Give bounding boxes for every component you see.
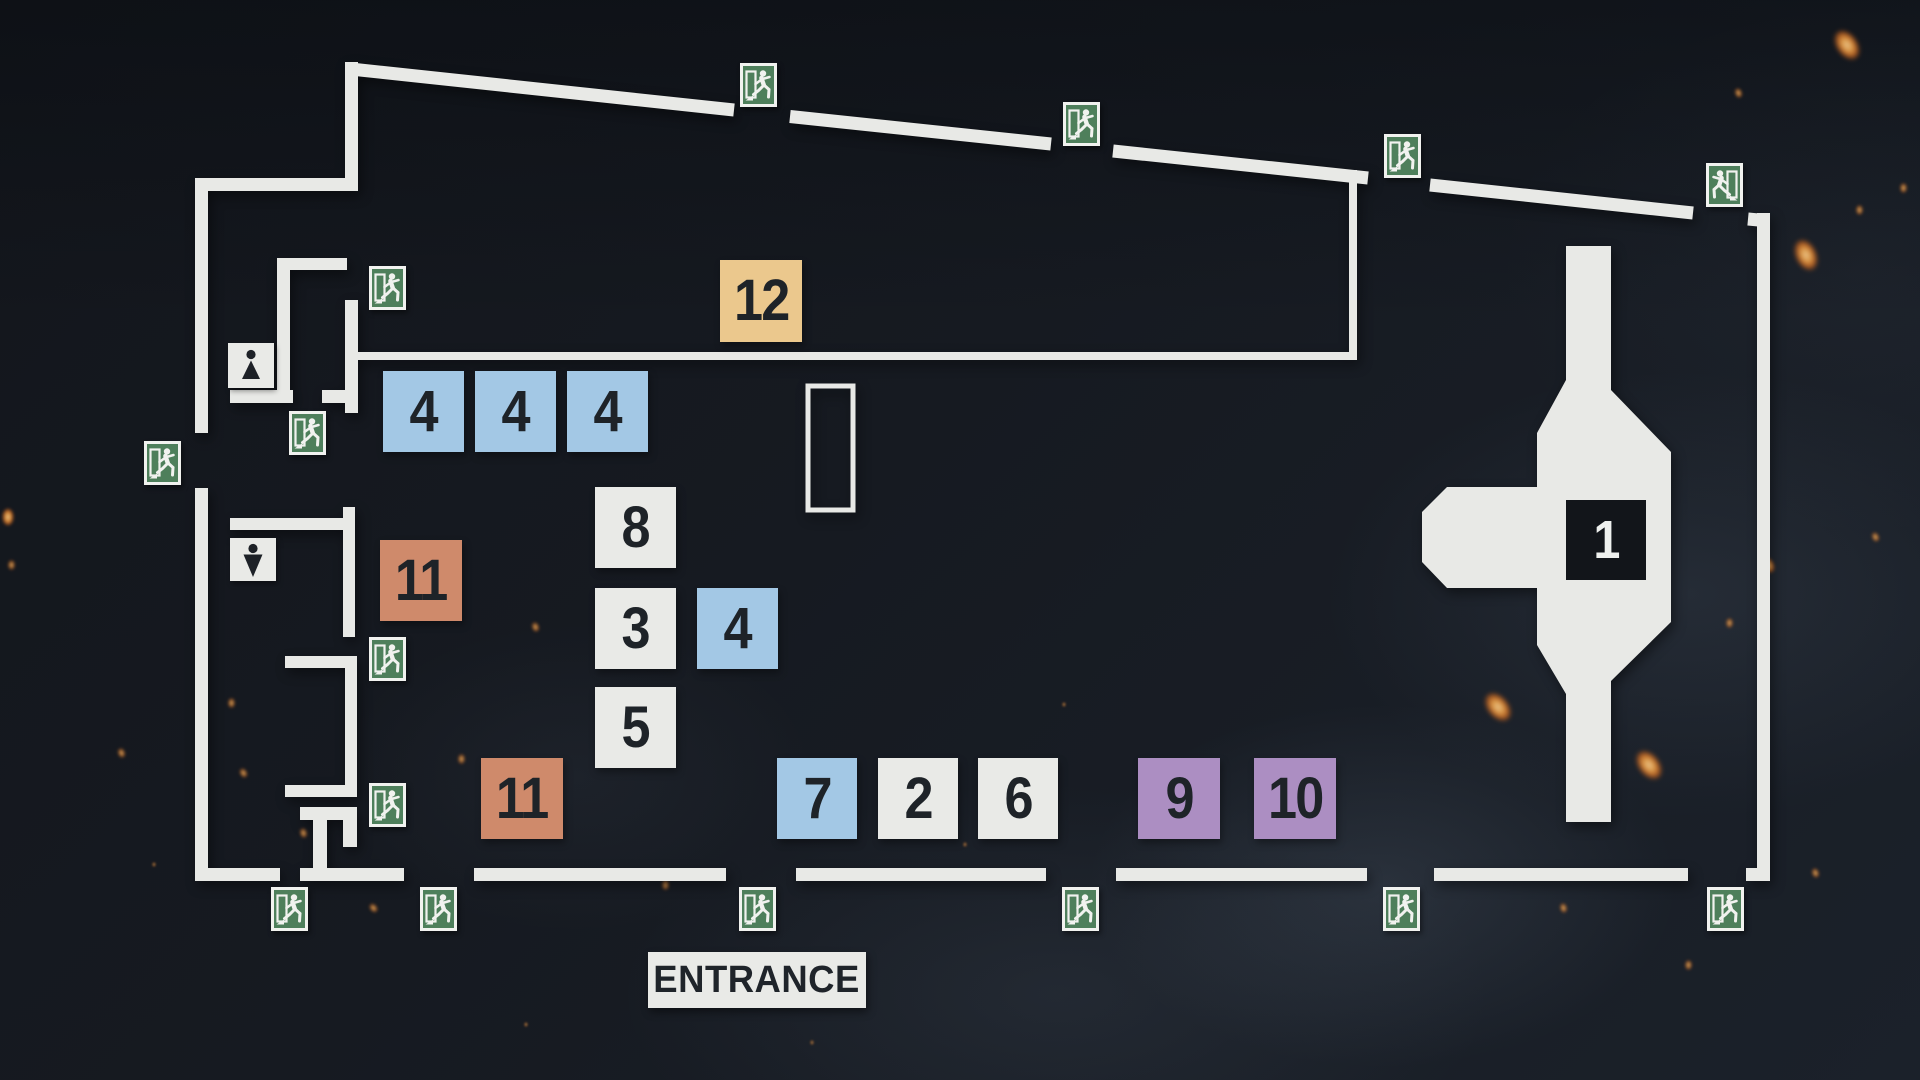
- exit-sign-mid-left: [369, 637, 406, 681]
- exit-sign-bottom-2: [420, 887, 457, 931]
- zone-label: 4: [409, 378, 439, 444]
- running-man-exit-icon: [1706, 163, 1743, 207]
- entrance-text: ENTRANCE: [653, 958, 861, 1001]
- zone-label: 6: [1004, 765, 1033, 831]
- zone-3: 3: [595, 588, 676, 669]
- exit-sign-bottom-5: [1383, 887, 1420, 931]
- zone-1: 1: [1566, 500, 1646, 580]
- zone-label: 1: [1593, 510, 1620, 570]
- female-icon: [242, 349, 260, 379]
- running-man-exit-icon: [1384, 134, 1421, 178]
- restroom-sign-male: [230, 538, 276, 581]
- zone-8: 8: [595, 487, 676, 568]
- zone-label: 2: [904, 765, 933, 831]
- zone-label: 4: [501, 378, 531, 444]
- zone-label: 5: [621, 694, 651, 760]
- column-outline: [805, 383, 856, 513]
- zone-4-2: 4: [475, 371, 556, 452]
- exit-sign-top-2: [1063, 102, 1100, 146]
- zone-6: 6: [978, 758, 1058, 839]
- zone-4-1: 4: [383, 371, 464, 452]
- zone-label: 4: [723, 595, 753, 661]
- running-man-exit-icon: [369, 266, 406, 310]
- running-man-exit-icon: [1063, 102, 1100, 146]
- zone-label: 12: [733, 268, 790, 333]
- zone-4-3: 4: [567, 371, 648, 452]
- exit-sign-bottom-3: [739, 887, 776, 931]
- zone-11-2: 11: [481, 758, 563, 839]
- exit-sign-lower-left: [369, 783, 406, 827]
- zone-label: 7: [803, 765, 832, 831]
- zone-label: 8: [621, 494, 651, 560]
- exit-sign-west: [144, 441, 181, 485]
- running-man-exit-icon: [271, 887, 308, 931]
- running-man-exit-icon: [1062, 887, 1099, 931]
- zone-label: 11: [395, 547, 448, 613]
- exit-sign-bottom-1: [271, 887, 308, 931]
- running-man-exit-icon: [289, 411, 326, 455]
- running-man-exit-icon: [369, 637, 406, 681]
- running-man-exit-icon: [1707, 887, 1744, 931]
- running-man-exit-icon: [369, 783, 406, 827]
- zone-4-4: 4: [697, 588, 778, 669]
- zone-label: 11: [496, 765, 549, 831]
- exit-sign-top-4: [1706, 163, 1743, 207]
- zone-10: 10: [1254, 758, 1336, 839]
- zone-12: 12: [720, 260, 802, 342]
- exit-sign-top-3: [1384, 134, 1421, 178]
- zone-7: 7: [777, 758, 857, 839]
- running-man-exit-icon: [1383, 887, 1420, 931]
- running-man-exit-icon: [420, 887, 457, 931]
- zone-2: 2: [878, 758, 958, 839]
- restroom-sign-female: [228, 343, 274, 388]
- stage-structure: [1422, 246, 1671, 822]
- slanted-top-wall: [345, 62, 1765, 227]
- zone-label: 3: [621, 595, 651, 661]
- wall-segments: [195, 62, 1770, 881]
- running-man-exit-icon: [739, 887, 776, 931]
- exit-sign-bottom-6: [1707, 887, 1744, 931]
- zone-9: 9: [1138, 758, 1220, 839]
- exit-sign-restroom-corridor: [289, 411, 326, 455]
- running-man-exit-icon: [740, 63, 777, 107]
- zone-label: 4: [593, 378, 623, 444]
- running-man-exit-icon: [144, 441, 181, 485]
- zone-label: 10: [1267, 765, 1324, 831]
- zone-11-1: 11: [380, 540, 462, 621]
- exit-sign-top-1: [740, 63, 777, 107]
- exit-sign-room-door: [369, 266, 406, 310]
- male-icon: [243, 543, 263, 577]
- zone-label: 9: [1165, 765, 1194, 831]
- entrance-label: ENTRANCE: [648, 952, 866, 1008]
- zone-5: 5: [595, 687, 676, 768]
- exit-sign-bottom-4: [1062, 887, 1099, 931]
